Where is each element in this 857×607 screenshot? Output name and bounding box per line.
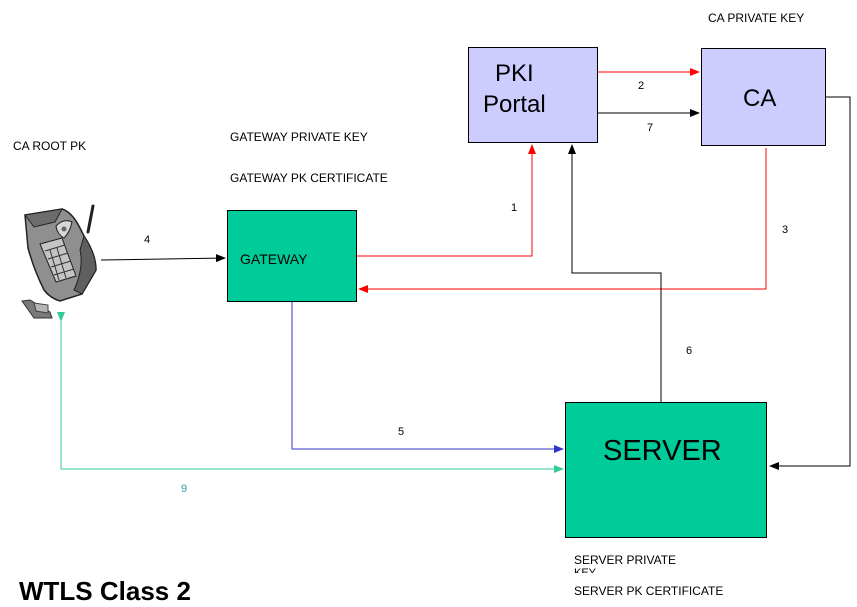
arrow-5 <box>288 294 564 453</box>
server-pk-certificate-label: SERVER PK CERTIFICATE <box>574 584 724 598</box>
pki-portal-label-line2: Portal <box>483 91 546 118</box>
arrow-9-label: 9 <box>181 483 188 495</box>
arrow-3-label: 3 <box>782 224 789 236</box>
ca-private-key-label: CA PRIVATE KEY <box>708 11 805 25</box>
server-node: SERVER <box>565 402 767 538</box>
arrow-4-label: 4 <box>144 234 151 246</box>
diagram-title: WTLS Class 2 <box>19 576 191 606</box>
gateway-pk-certificate-label: GATEWAY PK CERTIFICATE <box>230 171 388 185</box>
arrow-9 <box>57 312 564 473</box>
ca-node: CA <box>701 48 826 146</box>
arrow-2-label: 2 <box>638 80 645 92</box>
gateway-label: GATEWAY <box>240 251 308 267</box>
arrow-6 <box>568 144 662 402</box>
arrow-1 <box>357 144 536 257</box>
server-label: SERVER <box>603 435 722 467</box>
pki-portal-node: PKI Portal <box>468 47 598 143</box>
ca-root-pk-label: CA ROOT PK <box>13 139 87 153</box>
arrow-ca-to-server <box>769 96 851 470</box>
arrow-3 <box>358 148 767 293</box>
ca-label: CA <box>743 85 777 112</box>
server-private-key-overflow-label: KEY <box>574 567 597 573</box>
gateway-node: GATEWAY <box>227 210 357 302</box>
arrow-7-label: 7 <box>647 122 654 134</box>
pki-portal-label-line1: PKI <box>495 60 534 87</box>
arrow-6-label: 6 <box>686 345 693 357</box>
arrow-4 <box>100 254 226 263</box>
server-private-key-label: SERVER PRIVATE <box>574 553 677 567</box>
arrow-5-label: 5 <box>398 426 405 438</box>
gateway-private-key-label: GATEWAY PRIVATE KEY <box>230 130 368 144</box>
arrow-1-label: 1 <box>511 202 518 214</box>
mobile-phone-icon <box>21 204 97 319</box>
